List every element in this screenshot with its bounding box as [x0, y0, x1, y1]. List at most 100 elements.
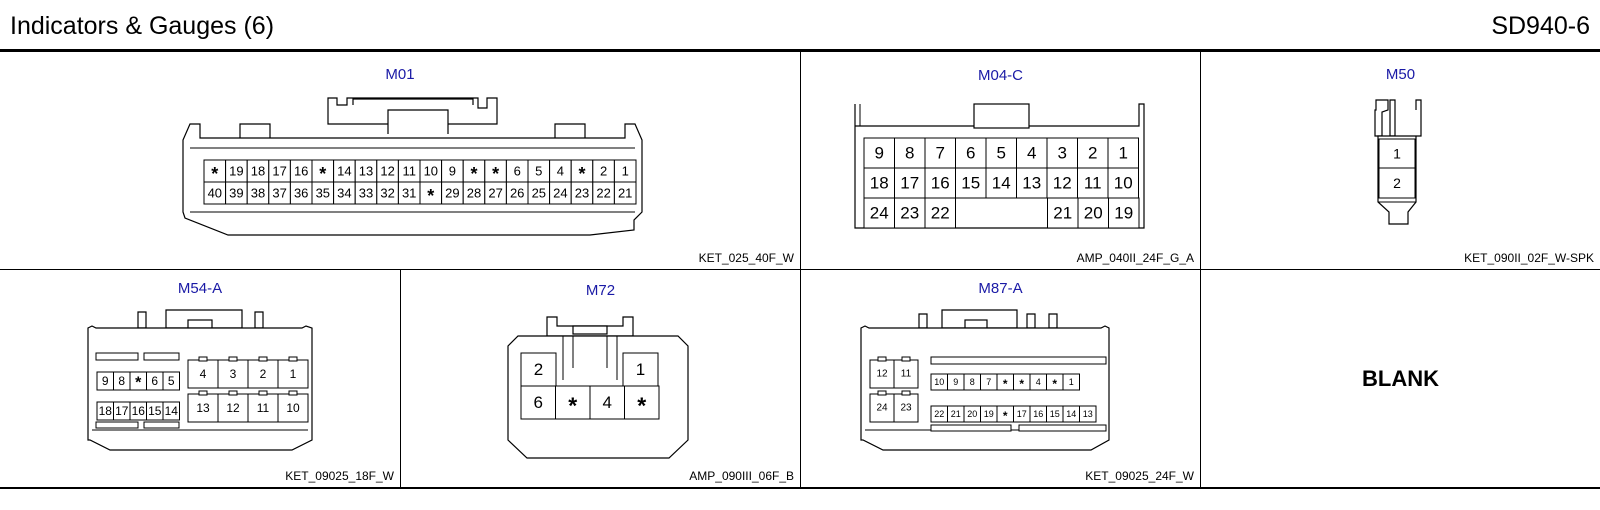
pin-cell	[217, 393, 249, 423]
pin-label: 9	[875, 144, 884, 163]
connector-spec: KET_09025_18F_W	[285, 469, 394, 483]
pin-label: *	[1003, 377, 1008, 391]
pin-cell	[1016, 167, 1048, 199]
connector-name: M04-C	[977, 67, 1023, 84]
pin-cell	[1108, 197, 1140, 229]
connector-spec: AMP_090III_06F_B	[689, 469, 794, 483]
pin-cell	[1077, 167, 1109, 199]
pin-cell	[187, 393, 219, 423]
pin-cell	[247, 393, 279, 423]
pin-label: 2	[260, 367, 267, 381]
pin-label: 33	[359, 186, 373, 201]
page-header: Indicators & Gauges (6) SD940-6	[0, 0, 1600, 52]
pin-label: 21	[951, 409, 961, 419]
pin-label: 2	[1088, 144, 1097, 163]
pin-label: 25	[532, 186, 546, 201]
pin-label: 1	[290, 367, 297, 381]
pin-label: 12	[876, 369, 888, 380]
connector-m50-pins: 12	[1378, 138, 1416, 199]
page-title: Indicators & Gauges (6)	[10, 12, 275, 40]
pin-label: 13	[1083, 409, 1093, 419]
pin-label: 24	[876, 403, 888, 414]
pin-label: 17	[900, 174, 919, 193]
pin-label: *	[427, 186, 434, 206]
pin-label: 11	[901, 369, 912, 380]
pin-label: 13	[1022, 174, 1041, 193]
pin-label: 17	[272, 164, 286, 179]
pin-label: 6	[534, 393, 543, 412]
pin-label: 15	[1050, 409, 1060, 419]
pin-cell	[924, 197, 956, 229]
pin-label: 24	[870, 204, 889, 223]
pin-label: 23	[575, 186, 589, 201]
pin-label: 10	[1114, 174, 1133, 193]
pin-label: 40	[208, 186, 222, 201]
pin-latch	[198, 390, 208, 396]
pin-label: 19	[1114, 204, 1133, 223]
pin-label: 13	[359, 164, 373, 179]
pin-cell	[520, 385, 556, 420]
connector-name: M01	[385, 66, 415, 83]
pin-label: 16	[294, 164, 308, 179]
pin-label: 26	[510, 186, 524, 201]
pin-label: 4	[1027, 144, 1036, 163]
pin-label: 21	[1053, 204, 1072, 223]
pin-label: 9	[102, 374, 109, 388]
blank-label: BLANK	[1362, 366, 1439, 391]
connector-spec: KET_090II_02F_W-SPK	[1464, 251, 1594, 265]
pin-cell	[622, 352, 659, 387]
pin-label: 10	[286, 401, 300, 415]
pin-label: 8	[970, 377, 975, 387]
pin-cell	[894, 167, 926, 199]
pin-label: 23	[900, 204, 919, 223]
pin-label: *	[135, 375, 142, 392]
pin-label: 5	[168, 374, 175, 388]
pin-label: 1	[1393, 146, 1401, 162]
pin-label: 6	[514, 164, 521, 179]
pin-label: 28	[467, 186, 481, 201]
connector-spec: AMP_040II_24F_G_A	[1076, 251, 1194, 265]
pin-label: 27	[488, 186, 502, 201]
pin-cell	[589, 385, 625, 420]
pin-cell	[1016, 137, 1048, 169]
pin-label: 16	[1033, 409, 1043, 419]
pin-label: 7	[986, 377, 991, 387]
pin-latch	[288, 356, 298, 362]
pin-latch	[258, 390, 268, 396]
pin-label: *	[578, 164, 585, 184]
pin-label: 38	[251, 186, 265, 201]
pin-label: 20	[967, 409, 977, 419]
pin-label: 14	[165, 404, 179, 418]
pin-label: 1	[1119, 144, 1128, 163]
pin-label: 35	[316, 186, 330, 201]
pin-label: 34	[337, 186, 351, 201]
pin-label: 19	[229, 164, 243, 179]
pin-latch	[258, 356, 268, 362]
pin-label: 2	[600, 164, 607, 179]
pin-latch	[228, 390, 238, 396]
pin-cell	[1047, 197, 1079, 229]
pin-label: 15	[961, 174, 980, 193]
pin-label: 10	[934, 377, 944, 387]
pin-label: 4	[557, 164, 564, 179]
pin-label: *	[470, 164, 477, 184]
connector-m50-drawing: 12	[1374, 99, 1422, 225]
pin-cell	[187, 359, 219, 389]
pin-label: 10	[424, 164, 438, 179]
pin-label: 22	[931, 204, 950, 223]
pin-label: 9	[449, 164, 456, 179]
pin-label: *	[568, 393, 577, 419]
pin-label: 14	[1066, 409, 1076, 419]
diagram-code: SD940-6	[1491, 12, 1590, 40]
pin-cell	[162, 371, 180, 391]
connector-name: M54-A	[177, 280, 223, 297]
pin-label: *	[637, 393, 646, 419]
pin-label: 31	[402, 186, 416, 201]
